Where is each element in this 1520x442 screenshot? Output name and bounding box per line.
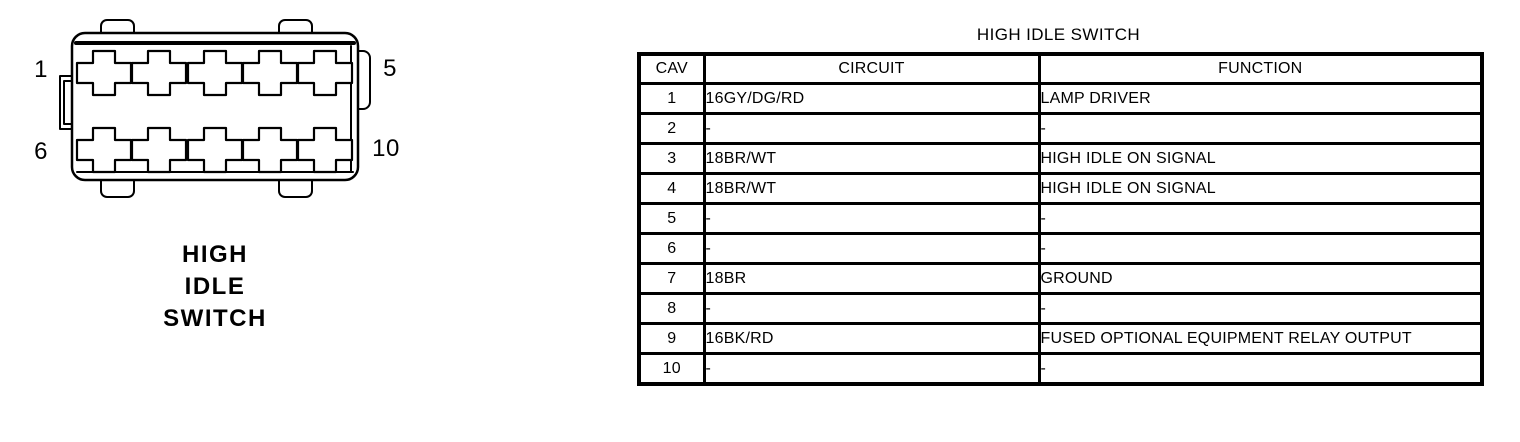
connector-cavities-top-row	[75, 49, 354, 97]
function-cell: HIGH IDLE ON SIGNAL	[1037, 172, 1484, 205]
table-row: 2 - -	[637, 112, 1484, 145]
cav-cell: 9	[637, 322, 706, 355]
table-row: 4 18BR/WT HIGH IDLE ON SIGNAL	[637, 172, 1484, 205]
table-row: 3 18BR/WT HIGH IDLE ON SIGNAL	[637, 142, 1484, 175]
circuit-cell: -	[702, 352, 1041, 386]
connector-cavities-bottom-row	[75, 126, 354, 174]
cav-cell: 10	[637, 352, 706, 386]
cavity-5	[296, 49, 354, 97]
function-cell: -	[1037, 352, 1484, 386]
connector-caption: HIGH IDLE SWITCH	[123, 239, 307, 335]
function-cell: -	[1037, 112, 1484, 145]
cavity-7	[130, 126, 188, 174]
table-row: 8 - -	[637, 292, 1484, 325]
table-row: 5 - -	[637, 202, 1484, 235]
pinout-table-wrap: CAV CIRCUIT FUNCTION 1 16GY/DG/RD LAMP D…	[637, 52, 1484, 386]
circuit-cell: -	[702, 232, 1041, 265]
function-cell: FUSED OPTIONAL EQUIPMENT RELAY OUTPUT	[1037, 322, 1484, 355]
connector-drawing	[59, 19, 371, 198]
table-row: 1 16GY/DG/RD LAMP DRIVER	[637, 82, 1484, 115]
cavity-1	[75, 49, 133, 97]
pin-label-6: 6	[34, 138, 48, 165]
connector-caption-line: HIGH	[182, 241, 248, 268]
table-row: 9 16BK/RD FUSED OPTIONAL EQUIPMENT RELAY…	[637, 322, 1484, 355]
table-row: 6 - -	[637, 232, 1484, 265]
table-header-row: CAV CIRCUIT FUNCTION	[637, 52, 1484, 85]
cav-cell: 8	[637, 292, 706, 325]
col-header-function: FUNCTION	[1037, 52, 1484, 85]
connector-caption-line: IDLE	[184, 273, 246, 300]
cavity-2	[130, 49, 188, 97]
pin-label-5: 5	[383, 55, 397, 82]
cavity-9	[241, 126, 299, 174]
circuit-cell: 16BK/RD	[702, 322, 1041, 355]
circuit-cell: -	[702, 292, 1041, 325]
pin-label-1: 1	[34, 56, 48, 83]
circuit-cell: -	[702, 112, 1041, 145]
circuit-cell: 16GY/DG/RD	[702, 82, 1041, 115]
cavity-10	[296, 126, 354, 174]
cav-cell: 2	[637, 112, 706, 145]
function-cell: -	[1037, 202, 1484, 235]
cav-cell: 1	[637, 82, 706, 115]
table-row: 10 - -	[637, 352, 1484, 386]
cavity-6	[75, 126, 133, 174]
connector-figure: 1 5 6 10 HIGH IDLE SWITCH	[0, 0, 440, 442]
cav-cell: 5	[637, 202, 706, 235]
pin-label-10: 10	[372, 135, 400, 162]
cav-cell: 4	[637, 172, 706, 205]
cavity-8	[186, 126, 244, 174]
circuit-cell: 18BR/WT	[702, 172, 1041, 205]
col-header-circuit: CIRCUIT	[702, 52, 1041, 85]
cav-cell: 3	[637, 142, 706, 175]
function-cell: HIGH IDLE ON SIGNAL	[1037, 142, 1484, 175]
connector-caption-line: SWITCH	[163, 305, 267, 332]
pinout-table: CAV CIRCUIT FUNCTION 1 16GY/DG/RD LAMP D…	[637, 52, 1484, 386]
col-header-cav: CAV	[637, 52, 706, 85]
table-row: 7 18BR GROUND	[637, 262, 1484, 295]
circuit-cell: -	[702, 202, 1041, 235]
function-cell: -	[1037, 292, 1484, 325]
cavity-3	[186, 49, 244, 97]
circuit-cell: 18BR/WT	[702, 142, 1041, 175]
cavity-4	[241, 49, 299, 97]
circuit-cell: 18BR	[702, 262, 1041, 295]
table-title: HIGH IDLE SWITCH	[976, 25, 1141, 44]
function-cell: -	[1037, 232, 1484, 265]
cav-cell: 7	[637, 262, 706, 295]
cav-cell: 6	[637, 232, 706, 265]
function-cell: LAMP DRIVER	[1037, 82, 1484, 115]
function-cell: GROUND	[1037, 262, 1484, 295]
